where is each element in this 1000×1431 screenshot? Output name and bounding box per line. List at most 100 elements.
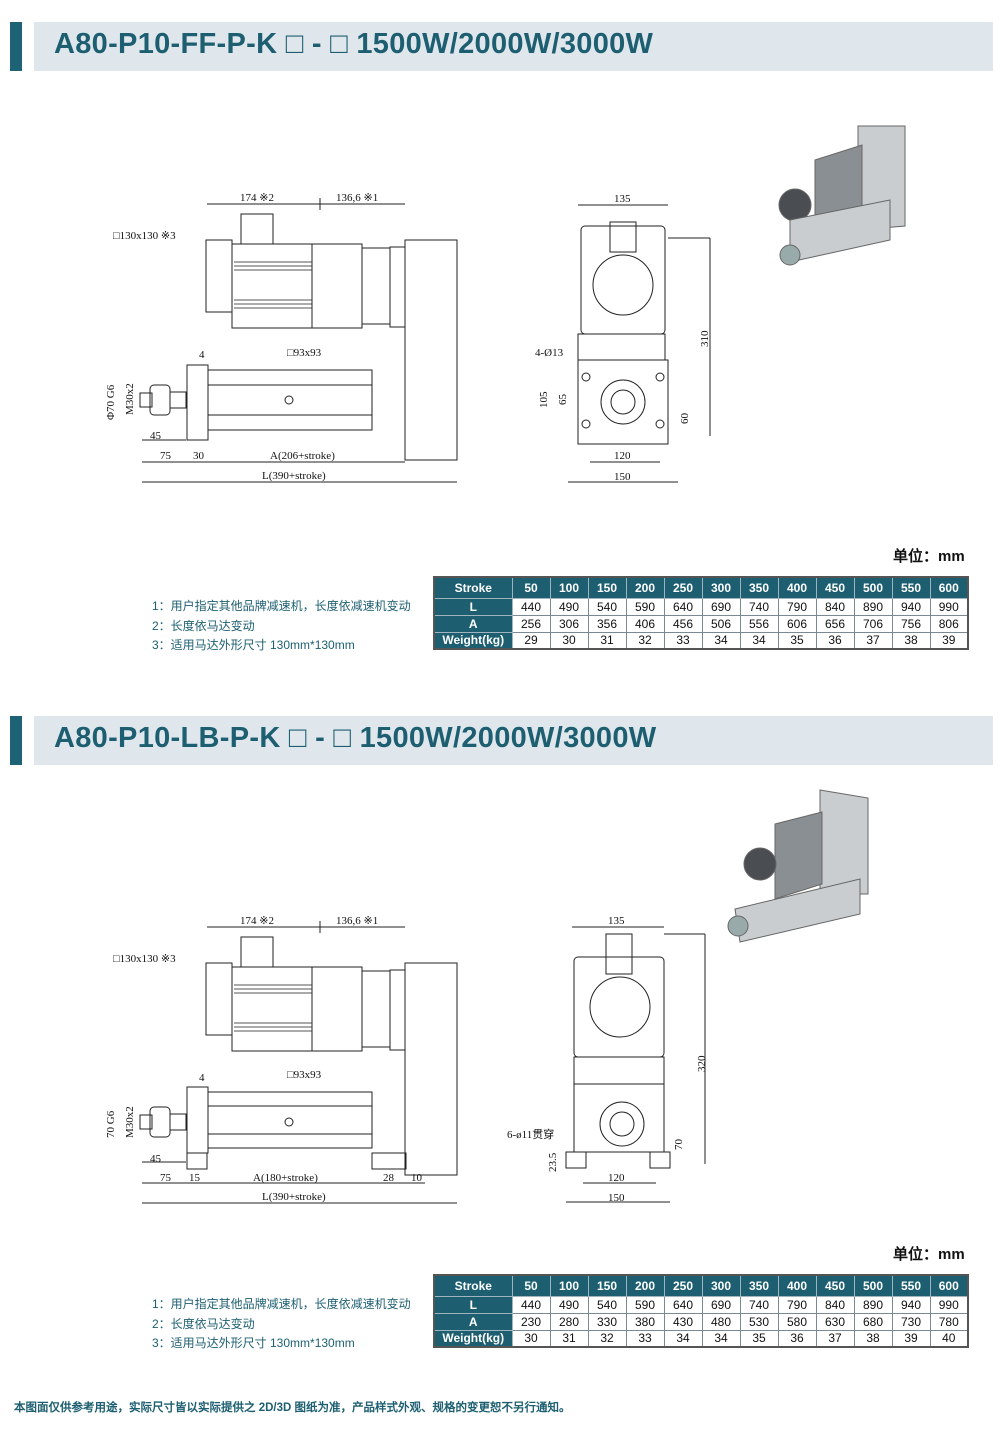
side-view bbox=[139, 198, 458, 483]
table-cell: 690 bbox=[701, 1295, 741, 1314]
table-cell: 256 bbox=[511, 614, 551, 633]
table-cell: 34 bbox=[701, 1329, 741, 1348]
row-label: A bbox=[433, 614, 513, 633]
dim-l: L(390+stroke) bbox=[262, 1191, 326, 1203]
dim-l: L(390+stroke) bbox=[262, 470, 326, 482]
unit-label: 单位：mm bbox=[893, 1246, 965, 1263]
table-cell: 380 bbox=[625, 1312, 665, 1331]
dim-a: A(180+stroke) bbox=[253, 1172, 318, 1184]
dim-4: 4 bbox=[199, 1072, 205, 1084]
table-cell: 940 bbox=[891, 1295, 931, 1314]
technical-drawing: 174 ※2 136,6 ※1 □130x130 ※3 □93x93 4 70 … bbox=[105, 789, 869, 1204]
table-cell: 100 bbox=[549, 576, 589, 599]
disclaimer-footer: 本图面仅供参考用途，实际尺寸皆以实际提供之 2D/3D 图纸为准，产品样式外观、… bbox=[14, 1402, 571, 1414]
table-cell: 530 bbox=[739, 1312, 779, 1331]
section-title: A80-P10-LB-P-K □ - □ 1500W/2000W/3000W bbox=[54, 722, 657, 754]
section-ff: A80-P10-FF-P-K □ - □ 1500W/2000W/3000W 1… bbox=[0, 0, 1000, 690]
table-cell: 990 bbox=[929, 597, 969, 616]
dim-135: 135 bbox=[614, 193, 631, 205]
table-cell: 606 bbox=[777, 614, 817, 633]
table-cell: 556 bbox=[739, 614, 779, 633]
table-cell: 840 bbox=[815, 597, 855, 616]
table-cell: 200 bbox=[625, 576, 665, 599]
table-cell: 590 bbox=[625, 597, 665, 616]
note-2: 2：长度依马达变动 bbox=[152, 618, 255, 633]
table-cell: 250 bbox=[663, 576, 703, 599]
table-cell: 50 bbox=[511, 576, 551, 599]
dim-174: 174 ※2 bbox=[240, 192, 274, 204]
table-cell: 50 bbox=[511, 1274, 551, 1297]
table-cell: 30 bbox=[549, 631, 589, 650]
dim-4: 4 bbox=[199, 349, 205, 361]
note-1: 1：用户指定其他品牌减速机，长度依减速机变动 bbox=[152, 599, 411, 613]
dim-75: 75 bbox=[160, 450, 172, 462]
technical-drawing: 174 ※2 136,6 ※1 □130x130 ※3 □93x93 4 Φ70… bbox=[105, 125, 906, 483]
table-cell: 490 bbox=[549, 597, 589, 616]
table-cell: 690 bbox=[701, 597, 741, 616]
table-cell: 406 bbox=[625, 614, 665, 633]
table-cell: 490 bbox=[549, 1295, 589, 1314]
dim-a: A(206+stroke) bbox=[270, 450, 335, 462]
table-cell: 630 bbox=[815, 1312, 855, 1331]
dim-136: 136,6 ※1 bbox=[336, 192, 378, 204]
dim-93x93: □93x93 bbox=[287, 347, 322, 359]
product-render bbox=[778, 125, 906, 266]
table-cell: 230 bbox=[511, 1312, 551, 1331]
dim-45: 45 bbox=[150, 1153, 162, 1165]
table-cell: 34 bbox=[701, 631, 741, 650]
dim-23-5: 23.5 bbox=[547, 1152, 559, 1172]
dim-28: 28 bbox=[383, 1172, 395, 1184]
note-1: 1：用户指定其他品牌减速机，长度依减速机变动 bbox=[152, 1297, 411, 1311]
table-cell: 450 bbox=[815, 576, 855, 599]
table-cell: 640 bbox=[663, 1295, 703, 1314]
dim-320: 320 bbox=[696, 1055, 708, 1072]
table-cell: 330 bbox=[587, 1312, 627, 1331]
row-label: Stroke bbox=[433, 1274, 513, 1297]
table-cell: 150 bbox=[587, 576, 627, 599]
product-render bbox=[727, 789, 869, 943]
table-cell: 706 bbox=[853, 614, 893, 633]
dim-130x130: □130x130 ※3 bbox=[113, 953, 176, 965]
dim-150: 150 bbox=[608, 1192, 625, 1204]
front-view bbox=[565, 926, 706, 1203]
dim-120: 120 bbox=[608, 1172, 625, 1184]
dim-310: 310 bbox=[699, 330, 711, 347]
dim-75: 75 bbox=[160, 1172, 172, 1184]
table-cell: 756 bbox=[891, 614, 931, 633]
table-cell: 456 bbox=[663, 614, 703, 633]
row-label: Weight(kg) bbox=[433, 1329, 513, 1348]
table-cell: 32 bbox=[587, 1329, 627, 1348]
dim-m30: M30x2 bbox=[124, 383, 136, 415]
table-cell: 250 bbox=[663, 1274, 703, 1297]
table-cell: 30 bbox=[511, 1329, 551, 1348]
table-cell: 37 bbox=[815, 1329, 855, 1348]
table-cell: 940 bbox=[891, 597, 931, 616]
unit-label: 单位：mm bbox=[893, 548, 965, 565]
table-cell: 740 bbox=[739, 1295, 779, 1314]
table-cell: 540 bbox=[587, 1295, 627, 1314]
dim-m30: M30x2 bbox=[124, 1106, 136, 1138]
table-cell: 550 bbox=[891, 576, 931, 599]
table-cell: 200 bbox=[625, 1274, 665, 1297]
side-view bbox=[139, 921, 458, 1204]
table-cell: 100 bbox=[549, 1274, 589, 1297]
section-lb: A80-P10-LB-P-K □ - □ 1500W/2000W/3000W 1… bbox=[0, 694, 1000, 1384]
table-cell: 29 bbox=[511, 631, 551, 650]
dim-120: 120 bbox=[614, 450, 631, 462]
table-cell: 890 bbox=[853, 1295, 893, 1314]
table-cell: 540 bbox=[587, 597, 627, 616]
section-title: A80-P10-FF-P-K □ - □ 1500W/2000W/3000W bbox=[54, 28, 654, 60]
table-cell: 890 bbox=[853, 597, 893, 616]
table-cell: 33 bbox=[663, 631, 703, 650]
table-cell: 34 bbox=[663, 1329, 703, 1348]
dim-150: 150 bbox=[614, 471, 631, 483]
table-cell: 640 bbox=[663, 597, 703, 616]
dim-136: 136,6 ※1 bbox=[336, 915, 378, 927]
table-cell: 740 bbox=[739, 597, 779, 616]
